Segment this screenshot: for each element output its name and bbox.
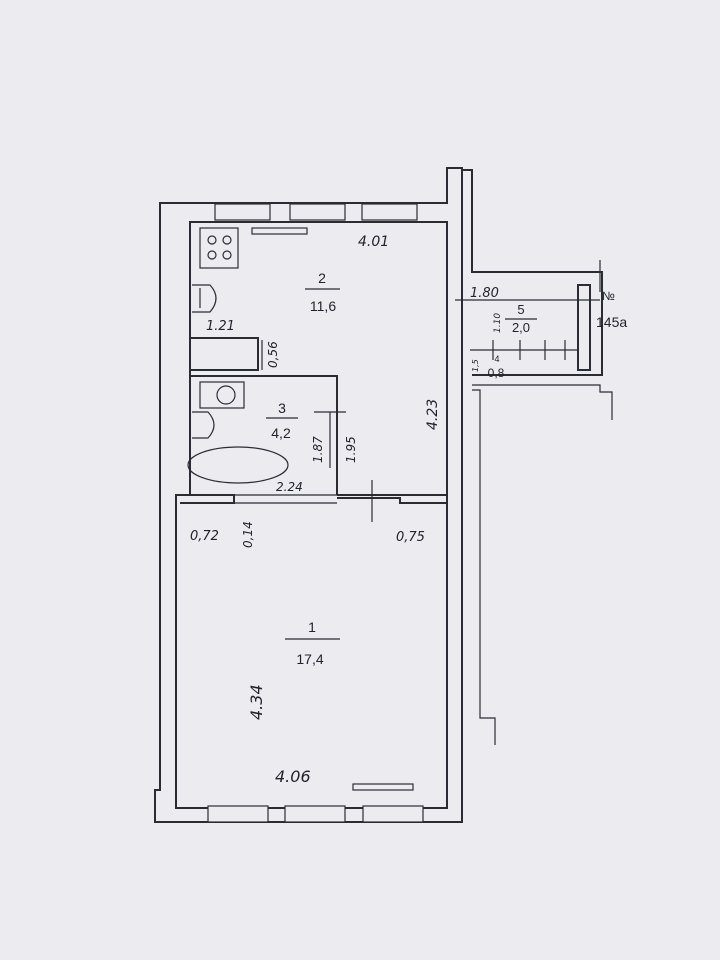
- kitchen-radiator: [251, 227, 308, 235]
- bath-depth-label: 1.95: [344, 436, 358, 463]
- partition-wall: [337, 494, 448, 504]
- bathroom-walls: [180, 337, 448, 522]
- door-left-label: 0,72: [190, 529, 219, 544]
- bath-offset-label: 1.21: [206, 319, 235, 334]
- storage-width-label: 1.80: [470, 286, 499, 301]
- room-2-area: 11,6: [310, 298, 336, 314]
- room-1-area: 17,4: [296, 651, 323, 667]
- stove-icon: [199, 227, 239, 269]
- bath-dimension-line: [314, 411, 346, 468]
- kitchen-length-label: 4.23: [425, 399, 441, 430]
- storage-small-label: 1,5: [471, 359, 480, 372]
- bathroom-wall: [190, 375, 338, 495]
- room-3-number: 3: [278, 400, 286, 416]
- doorway-lines: [234, 494, 337, 504]
- storage-length-label: 1.10: [493, 313, 503, 333]
- stair-wall: [472, 389, 496, 745]
- niche-wall: [190, 337, 259, 371]
- corridor-wall: [462, 169, 603, 376]
- room-width-label: 4.06: [275, 767, 311, 786]
- windows: [207, 203, 424, 823]
- window-room-2: [284, 805, 346, 823]
- room-1-number: 1: [308, 619, 316, 635]
- door-right-label: 0,75: [396, 530, 425, 545]
- storage-right-wall: [577, 284, 591, 371]
- room-length-label: 4.34: [247, 684, 266, 720]
- window-kitchen-2: [289, 203, 346, 221]
- window-kitchen-3: [361, 203, 418, 221]
- room-3-area: 4,2: [271, 425, 291, 441]
- window-room-1: [207, 805, 269, 823]
- niche-depth-label: 0,56: [266, 341, 280, 368]
- bathtub-icon: [187, 446, 289, 484]
- room-5-number: 5: [517, 302, 524, 317]
- toilet-icon: [199, 381, 245, 409]
- kitchen-sink-icon: [192, 284, 217, 313]
- room-2-number: 2: [318, 270, 326, 286]
- kitchen-width-label: 4.01: [358, 234, 389, 250]
- wall-gap-label: 0,14: [241, 521, 255, 548]
- window-kitchen-1: [214, 203, 271, 221]
- room-5-area: 2,0: [512, 320, 530, 335]
- corridor-lower-wall: [472, 384, 613, 420]
- room-4-number: 4: [494, 354, 499, 364]
- room-4-area: 0,8: [488, 366, 505, 380]
- window-room-3: [362, 805, 424, 823]
- storage-rooms: [455, 260, 601, 371]
- storage-ticks: [492, 340, 566, 360]
- apartment-number-sign: №: [602, 289, 615, 303]
- washbasin-icon: [192, 411, 215, 439]
- left-stub-wall: [180, 494, 235, 504]
- apartment-number: 145a: [596, 314, 627, 330]
- bath-length-label: 1.87: [311, 436, 325, 463]
- room-radiator: [352, 783, 414, 791]
- bath-width-label: 2.24: [276, 480, 303, 494]
